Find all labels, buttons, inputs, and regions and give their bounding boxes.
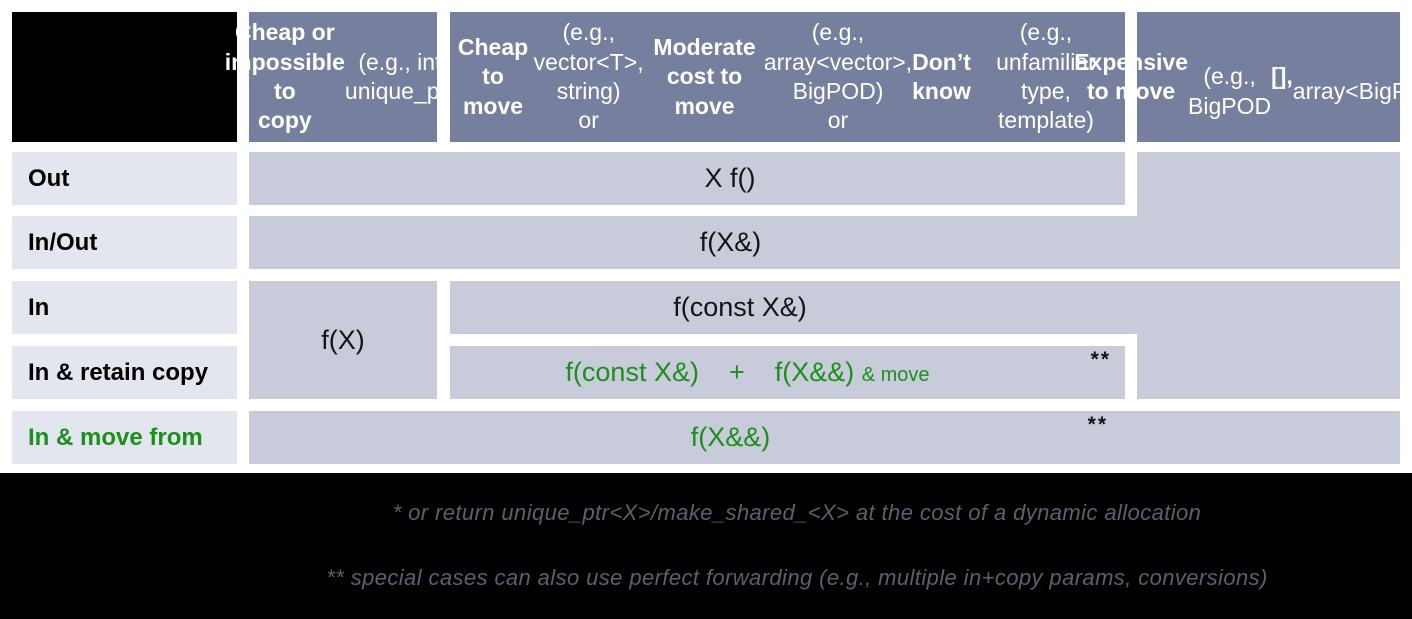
code-x-f: X f(): [704, 163, 756, 193]
footnote-double-asterisk: ** special cases can also use perfect fo…: [326, 565, 1268, 590]
corner-black-panel: [12, 12, 237, 142]
cell-in-retain-copy: f(const X&) + f(X&&) & move **: [450, 346, 1125, 399]
column-header-expensive-move: Expensive to move (e.g., BigPOD[], array…: [1074, 12, 1412, 142]
footer-black-band: * or return unique_ptr<X>/make_shared_<X…: [0, 473, 1412, 619]
cell-out-xf: X f(): [249, 152, 1125, 205]
row-label-in-move-from: In & move from: [12, 411, 237, 464]
code-f-xref: f(X&): [699, 227, 762, 257]
code-f-const-xref-plus-f-xrefref-move: f(const X&) + f(X&&) & move: [565, 357, 930, 387]
double-asterisk-mark-move: **: [1087, 413, 1108, 436]
cell-in-move-from: f(X&&) **: [249, 411, 1400, 464]
footnote-single-asterisk: * or return unique_ptr<X>/make_shared_<X…: [392, 500, 1202, 525]
double-asterisk-mark-retain: **: [1090, 348, 1111, 371]
column-header-cheap-copy: Cheap or impossible to copy (e.g., int, …: [225, 12, 461, 142]
row-label-in: In: [12, 281, 237, 334]
row-label-out: Out: [12, 152, 237, 205]
cell-cheapcopy-in-fx: f(X): [249, 281, 437, 399]
cell-in-fconstxref: f(const X&): [450, 281, 1400, 334]
row-label-in-out: In/Out: [12, 216, 237, 269]
code-f-const-xref: f(const X&): [673, 292, 807, 322]
code-f-xrefref: f(X&&): [690, 422, 771, 452]
cell-inout-fxref: f(X&): [249, 216, 1400, 269]
column-header-cheap-moderate-move: Cheap to move (e.g., vector<T>, string) …: [450, 12, 1125, 142]
row-label-in-retain-copy: In & retain copy: [12, 346, 237, 399]
code-f-x: f(X): [321, 324, 365, 355]
